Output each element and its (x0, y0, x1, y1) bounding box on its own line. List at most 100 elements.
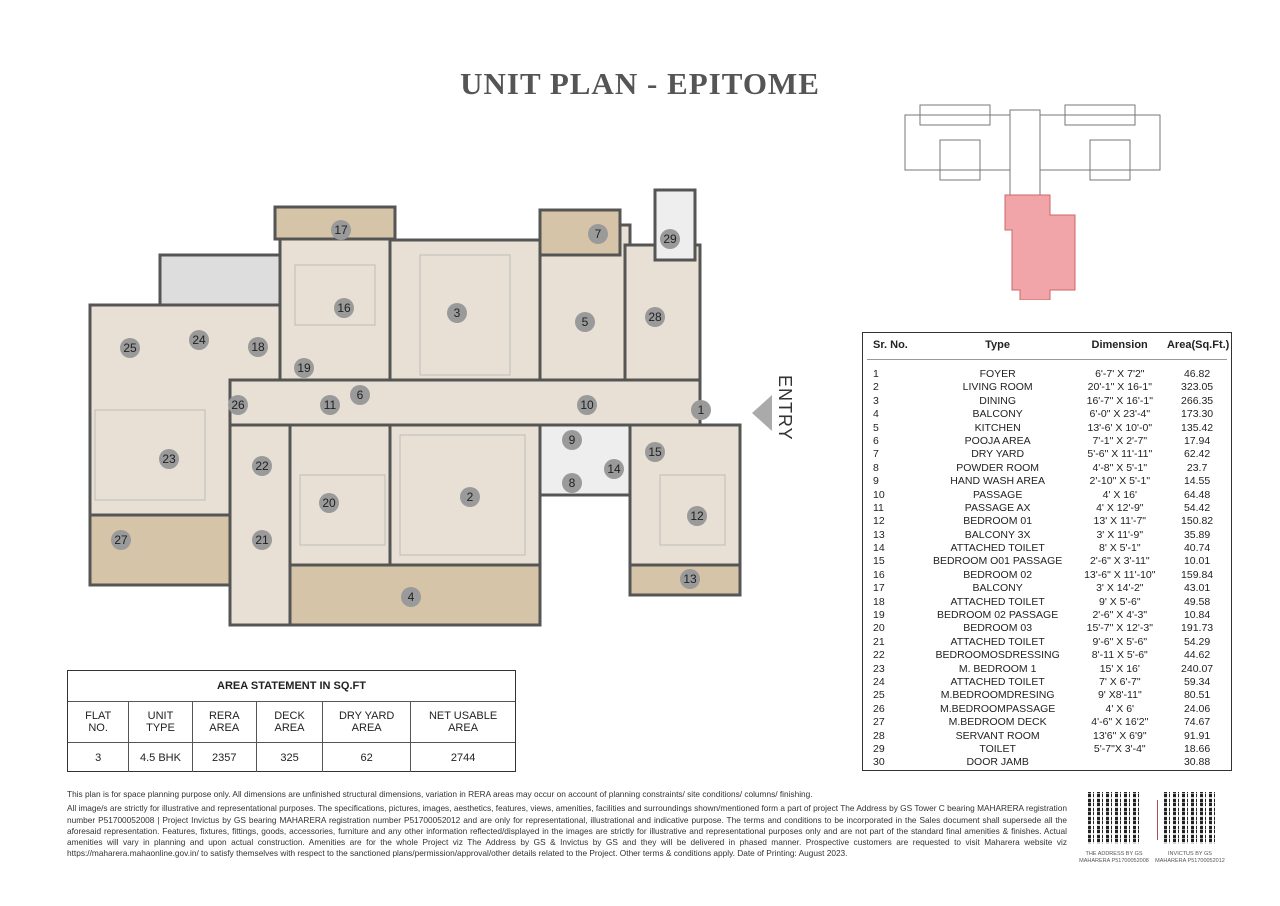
room-type: ATTACHED TOILET (950, 635, 1045, 648)
room-area: 30.88 (1183, 756, 1211, 769)
floor-plan: 1234567891011121314151617181920212223242… (88, 188, 742, 627)
qr-label: INVICTUS BY GS (1168, 851, 1212, 857)
room-dimension: 6'-0" X 23'-4" (1089, 408, 1151, 421)
room-marker-circle (660, 229, 680, 249)
room-sr-no: 12 (873, 515, 885, 528)
room-type: ATTACHED TOILET (950, 542, 1045, 555)
key-plan (904, 104, 1161, 300)
header-area: Area(Sq.Ft.) (1166, 339, 1230, 351)
room-area: 44.62 (1183, 649, 1211, 662)
room-sr-no: 29 (873, 742, 885, 755)
room-dimension: 2'-6" X 4'-3" (1092, 609, 1148, 622)
room-dimension: 3' X 14'-2" (1096, 582, 1144, 595)
room-marker: 18 (248, 337, 268, 357)
room-sr-no: 11 (873, 501, 884, 514)
room-marker: 7 (588, 224, 608, 244)
room-dimension: 4' X 12'-9" (1096, 501, 1144, 514)
room-marker-circle (320, 395, 340, 415)
room-area: 23.7 (1186, 461, 1208, 474)
room-area: 35.89 (1183, 528, 1211, 541)
room-marker: 19 (294, 358, 314, 378)
room-sr-no: 1 (873, 368, 879, 380)
room-type: LIVING ROOM (962, 381, 1033, 394)
room-type: POOJA AREA (964, 434, 1031, 447)
room-marker-label: 25 (123, 341, 137, 355)
room-area: 40.74 (1183, 542, 1211, 555)
room-type: M.BEDROOMDRESING (940, 689, 1055, 702)
room-marker-circle (575, 312, 595, 332)
room-type: DINING (979, 394, 1017, 407)
room-marker-label: 11 (324, 398, 337, 412)
room-type: BALCONY (972, 582, 1023, 595)
room-marker: 17 (331, 220, 351, 240)
disclaimer: This plan is for space planning purpose … (67, 789, 1067, 863)
room-marker-circle (319, 493, 339, 513)
room-marker-label: 22 (255, 459, 269, 473)
room-marker-circle (447, 303, 467, 323)
room-sr-no: 4 (873, 408, 879, 421)
room-marker-circle (562, 430, 582, 450)
room-sr-no: 20 (873, 622, 885, 635)
area-header: DRY YARD AREA (323, 702, 412, 742)
area-value: 2744 (450, 751, 476, 764)
room-dimension: 4' X 6' (1105, 702, 1135, 715)
room-sr-no: 9 (873, 475, 879, 488)
header-sr-no: Sr. No. (873, 339, 908, 351)
room-marker-circle (562, 473, 582, 493)
room-marker: 25 (120, 338, 140, 358)
room-type: DRY YARD (971, 448, 1025, 461)
room-area: 135.42 (1181, 421, 1214, 434)
disclaimer-line-1: This plan is for space planning purpose … (67, 789, 813, 799)
room-sr-no: 24 (873, 675, 885, 688)
room-dimension: 13'6" X 6'9" (1093, 729, 1147, 742)
room-marker-circle (248, 337, 268, 357)
room-marker: 21 (252, 530, 272, 550)
room-marker: 23 (159, 449, 179, 469)
room-marker-label: 29 (663, 232, 677, 246)
room-area: 191.73 (1181, 622, 1214, 635)
room-type: ATTACHED TOILET (950, 595, 1045, 608)
room-marker: 4 (401, 587, 421, 607)
room-dimension: 7'-1" X 2'-7" (1092, 434, 1148, 447)
room-marker-circle (252, 456, 272, 476)
room-marker-label: 27 (114, 533, 128, 547)
room-marker-label: 1 (698, 403, 705, 417)
room-sr-no: 14 (873, 542, 885, 555)
room-type: BEDROOM 03 (963, 622, 1033, 635)
room-area: 10.84 (1183, 609, 1211, 622)
header-dimension: Dimension (1091, 339, 1148, 351)
room-area: 173.30 (1181, 408, 1214, 421)
area-statement-table: AREA STATEMENT IN SQ.FT FLAT NO.UNIT TYP… (67, 670, 516, 772)
area-value: 325 (257, 743, 324, 772)
room-dimension: 6'-7' X 7'2" (1095, 368, 1145, 380)
room-dimension: 9'-6" X 5'-6" (1092, 635, 1148, 648)
room-marker-label: 6 (357, 388, 364, 402)
room-type: HAND WASH AREA (950, 475, 1045, 488)
room-marker-circle (111, 530, 131, 550)
room-area: 64.48 (1183, 488, 1211, 501)
area-header: DECK AREA (257, 702, 324, 742)
room-marker-circle (334, 298, 354, 318)
room-type: SERVANT ROOM (955, 729, 1040, 742)
room-dimension: 4'-6" X 16'2" (1091, 716, 1149, 729)
room-marker-circle (577, 395, 597, 415)
area-value: 2357 (193, 743, 257, 772)
room-area: 240.07 (1181, 662, 1214, 675)
disclaimer-line-2: All image/s are strictly for illustrativ… (67, 803, 1067, 859)
room-area: 14.55 (1183, 475, 1211, 488)
room-marker-circle (680, 569, 700, 589)
room-type: M.BEDROOMPASSAGE (939, 702, 1056, 715)
room-sr-no: 30 (873, 756, 885, 769)
room-sr-no: 6 (873, 434, 879, 447)
room-area: 18.66 (1183, 742, 1211, 755)
